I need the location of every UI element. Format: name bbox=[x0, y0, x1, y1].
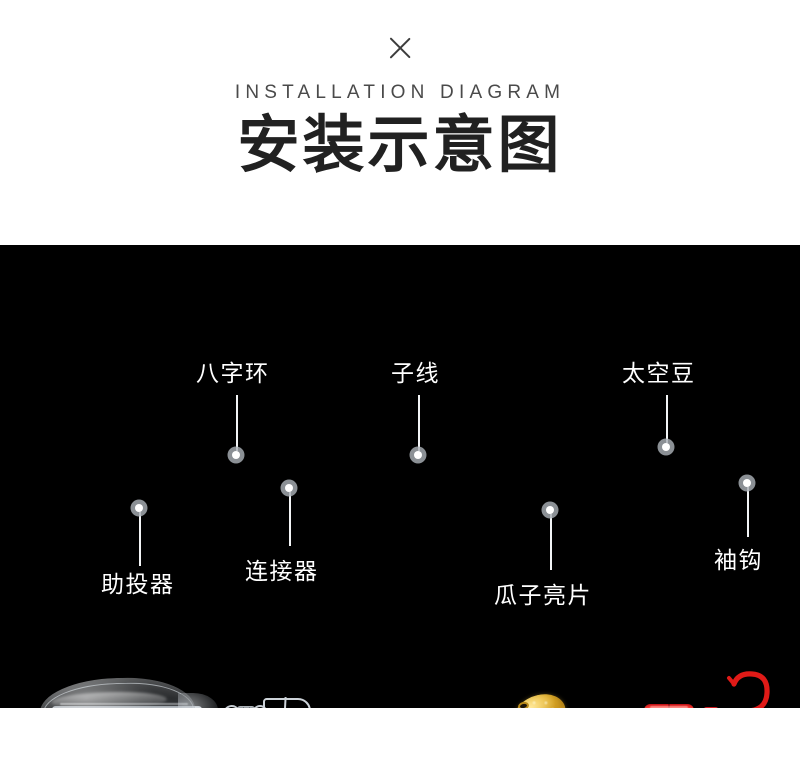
callout-dot-leader bbox=[414, 451, 422, 459]
callout-leader-line-connector bbox=[289, 492, 291, 546]
header-eyebrow: INSTALLATION DIAGRAM bbox=[234, 82, 566, 103]
callout-dot-bead bbox=[662, 443, 670, 451]
callout-label-swivel: 八字环 bbox=[196, 361, 270, 387]
callout-leader-line-swivel bbox=[236, 395, 238, 451]
callout-dot-blade bbox=[546, 506, 554, 514]
callout-dot-connector bbox=[285, 484, 293, 492]
callout-label-connector: 连接器 bbox=[245, 559, 319, 585]
callout-label-hook: 袖钩 bbox=[714, 548, 763, 574]
callout-label-blade: 瓜子亮片 bbox=[494, 583, 592, 609]
snap-connector-body bbox=[263, 698, 311, 708]
callout-label-leader: 子线 bbox=[391, 361, 440, 387]
diagram-panel: 八字环 子线 太空豆助投器 连接器瓜子亮片 袖钩 bbox=[0, 245, 800, 708]
x-cross-icon bbox=[386, 34, 414, 62]
callout-dot-swivel bbox=[232, 451, 240, 459]
callout-leader-line-hook bbox=[747, 487, 749, 537]
bead-stopper-highlight bbox=[650, 706, 688, 708]
callout-leader-line-leader bbox=[418, 395, 420, 451]
header-section: INSTALLATION DIAGRAM 安装示意图 bbox=[0, 0, 800, 245]
page-title: 安装示意图 bbox=[237, 111, 563, 180]
callout-leader-line-bead bbox=[666, 395, 668, 443]
swivel-barrel bbox=[237, 706, 255, 708]
snap-connector-tongue bbox=[283, 696, 287, 708]
small-bead-stopper bbox=[703, 707, 719, 708]
casting-float-body bbox=[39, 675, 196, 708]
callout-dot-float bbox=[135, 504, 143, 512]
callout-leader-line-float bbox=[139, 512, 141, 566]
callout-dot-hook bbox=[743, 479, 751, 487]
callout-label-bead: 太空豆 bbox=[622, 361, 696, 387]
fishing-hook-icon bbox=[727, 671, 770, 708]
callout-label-float: 助投器 bbox=[101, 572, 175, 598]
callout-leader-line-blade bbox=[550, 514, 552, 570]
